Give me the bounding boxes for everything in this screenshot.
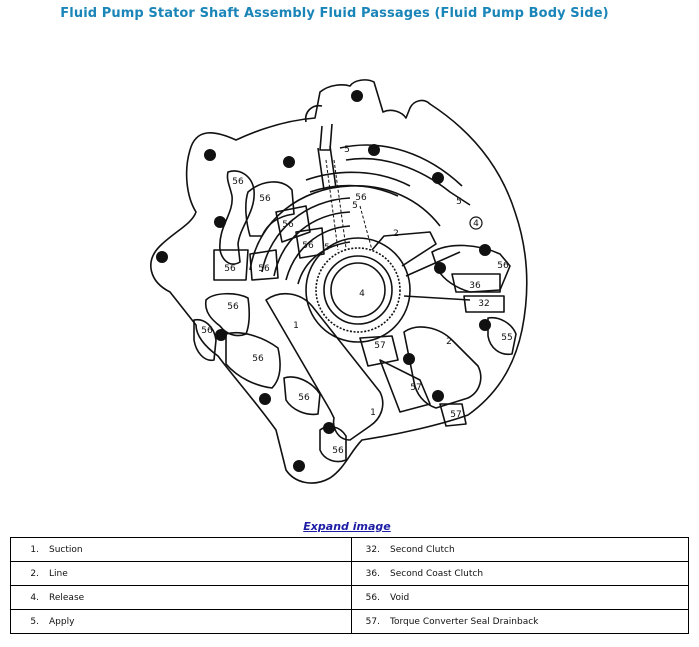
legend-cell: 1. Suction	[10, 537, 352, 562]
legend-number: 5.	[30, 616, 39, 627]
callout-56: 56	[201, 326, 213, 336]
legend-row: 4. Release 56. Void	[10, 585, 689, 610]
central-hub-outer	[305, 237, 411, 343]
callout-1: 1	[293, 321, 299, 331]
callout-2: 2	[446, 337, 452, 347]
callout-56: 56	[252, 354, 264, 364]
callout-56: 56	[232, 177, 244, 187]
bolt-hole	[259, 393, 271, 405]
callout-57: 57	[410, 383, 421, 393]
central-hub-inner	[323, 255, 393, 325]
callout-4: 4	[359, 289, 365, 299]
callout-5: 5	[324, 243, 330, 253]
legend-label: Apply	[49, 616, 75, 627]
fluid-pump-diagram: 56 56 56 56 56 56 56 56 56 56 56 56 56 5…	[150, 79, 528, 484]
legend-label: Suction	[49, 544, 83, 555]
callout-57: 57	[374, 341, 385, 351]
bolt-hole	[283, 156, 295, 168]
bolt-hole	[432, 390, 444, 402]
legend-number: 2.	[30, 568, 39, 579]
central-hub-gear	[315, 247, 401, 333]
expand-image-container: Expand image	[0, 515, 694, 534]
callout-2: 2	[393, 229, 399, 239]
bolt-hole	[434, 262, 446, 274]
legend-number: 57.	[365, 616, 380, 627]
bolt-hole	[323, 422, 335, 434]
bolt-hole	[479, 319, 491, 331]
callout-5: 5	[456, 197, 462, 207]
diagram-title: Fluid Pump Stator Shaft Assembly Fluid P…	[60, 6, 609, 21]
legend-row: 1. Suction 32. Second Clutch	[10, 537, 689, 562]
legend-label: Void	[390, 592, 410, 603]
bolt-hole	[368, 144, 380, 156]
legend-number: 36.	[365, 568, 380, 579]
callout-56: 56	[227, 302, 239, 312]
legend-number: 56.	[365, 592, 380, 603]
expand-image-link[interactable]: Expand image	[303, 520, 391, 533]
callout-55: 55	[501, 333, 512, 343]
legend-number: 4.	[30, 592, 39, 603]
bolt-hole	[215, 329, 227, 341]
callout-56: 56	[259, 194, 271, 204]
legend-number: 1.	[30, 544, 39, 555]
legend-cell: 56. Void	[351, 585, 689, 610]
bolt-hole	[156, 251, 168, 263]
callout-5: 5	[344, 145, 350, 155]
legend-table: 1. Suction 32. Second Clutch 2. Line 36. Sec…	[10, 537, 689, 634]
legend-cell: 5. Apply	[10, 609, 352, 634]
callout-56: 56	[302, 241, 314, 251]
legend-cell: 36. Second Coast Clutch	[351, 561, 689, 586]
callout-56: 56	[258, 264, 270, 274]
legend-label: Release	[49, 592, 85, 603]
bolt-hole	[293, 460, 305, 472]
callout-56: 56	[332, 446, 344, 456]
legend-label: Second Coast Clutch	[390, 568, 484, 579]
bolt-hole	[351, 90, 363, 102]
legend-number: 32.	[365, 544, 380, 555]
callout-5: 5	[352, 201, 358, 211]
bolt-hole	[204, 149, 216, 161]
legend-row: 5. Apply 57. Torque Converter Seal Drainba…	[10, 609, 689, 634]
callout-56: 56	[355, 193, 367, 203]
legend-row: 2. Line 36. Second Coast Clutch	[10, 561, 689, 586]
callout-56: 56	[282, 220, 294, 230]
legend-cell: 2. Line	[10, 561, 352, 586]
callout-56: 56	[497, 261, 509, 271]
callout-57: 57	[450, 410, 461, 420]
legend-label: Line	[49, 568, 68, 579]
legend-label: Torque Converter Seal Drainback	[390, 616, 539, 627]
bolt-hole	[479, 244, 491, 256]
callout-36: 36	[469, 281, 481, 291]
pump-body-outline	[150, 79, 528, 484]
callout-56: 56	[224, 264, 236, 274]
legend-label: Second Clutch	[390, 544, 455, 555]
callout-32: 32	[478, 299, 489, 309]
callout-4: 4	[473, 219, 479, 229]
bolt-hole	[403, 353, 415, 365]
legend-cell: 32. Second Clutch	[351, 537, 689, 562]
legend-cell: 57. Torque Converter Seal Drainback	[351, 609, 689, 634]
legend-cell: 4. Release	[10, 585, 352, 610]
bolt-hole	[432, 172, 444, 184]
callout-1: 1	[370, 408, 376, 418]
bolt-hole	[214, 216, 226, 228]
callout-56: 56	[298, 393, 310, 403]
